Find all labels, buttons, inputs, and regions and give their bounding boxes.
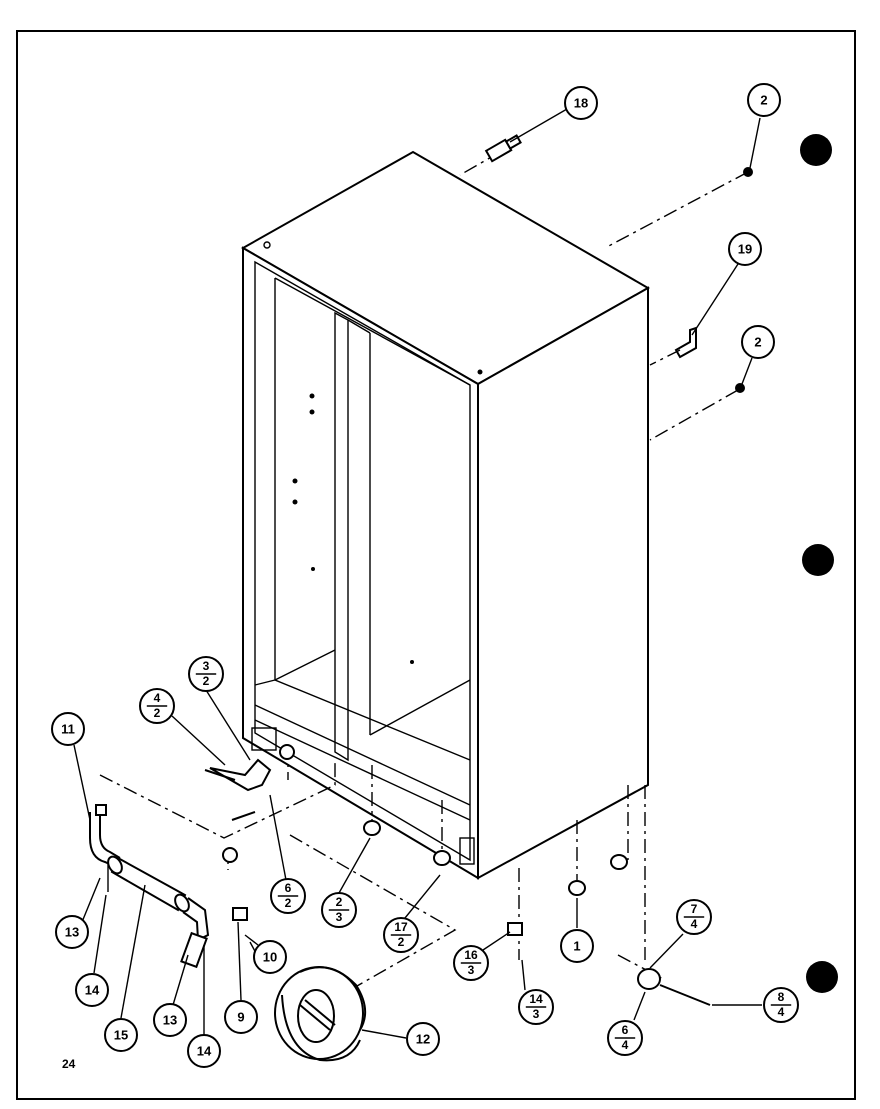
callout-circle [187, 1034, 221, 1068]
callout-quantity: 2 [285, 896, 292, 910]
callout-quantity: 4 [778, 1005, 785, 1019]
callout-circle [564, 86, 598, 120]
callout-part-number: 14 [529, 992, 543, 1006]
callout-c9: 9 [224, 1000, 258, 1034]
callout-label: 9 [237, 1009, 244, 1024]
drain-tube-assembly [89, 804, 210, 975]
callout-label: 11 [61, 721, 75, 736]
callout-quantity: 3 [533, 1007, 540, 1021]
callout-label: 2 [754, 334, 761, 349]
callout-label: 13 [163, 1012, 177, 1027]
part-3-switch [209, 758, 272, 792]
callout-circle [153, 1003, 187, 1037]
callout-circle [224, 1000, 258, 1034]
callout-c2-3: 23 [321, 892, 357, 928]
callout-c7-4: 74 [676, 899, 712, 935]
callout-quantity: 4 [622, 1038, 629, 1052]
callout-part-number: 7 [691, 902, 698, 916]
callout-label: 1 [573, 938, 580, 953]
callout-circle [51, 712, 85, 746]
callout-circle [55, 915, 89, 949]
callout-quantity: 3 [468, 963, 475, 977]
callout-circle [406, 1022, 440, 1056]
callout-circle [728, 232, 762, 266]
page-number: 24 [62, 1057, 76, 1071]
callout-c12: 12 [406, 1022, 440, 1056]
callout-circle [560, 929, 594, 963]
callout-quantity: 2 [154, 706, 161, 720]
callout-part-number: 6 [285, 881, 292, 895]
callout-c13a: 13 [55, 915, 89, 949]
callout-c4-2: 42 [139, 688, 175, 724]
callout-quantity: 4 [691, 917, 698, 931]
callout-part-number: 4 [154, 691, 161, 705]
callout-quantity: 2 [203, 674, 210, 688]
callout-c11: 11 [51, 712, 85, 746]
callout-c18: 18 [564, 86, 598, 120]
callout-c6-2: 62 [270, 878, 306, 914]
part-2-plug-side [735, 383, 745, 393]
binder-hole-middle [802, 544, 834, 576]
callout-c14a: 14 [75, 973, 109, 1007]
callout-part-number: 3 [203, 659, 210, 673]
part-15-tube [110, 856, 187, 912]
callout-part-number: 8 [778, 990, 785, 1004]
callout-label: 14 [85, 982, 100, 997]
callout-part-number: 6 [622, 1023, 629, 1037]
callout-label: 15 [114, 1027, 128, 1042]
cabinet-front [242, 246, 479, 880]
callout-c14-3: 143 [518, 989, 554, 1025]
callout-circle [253, 940, 287, 974]
binder-hole-bottom [806, 961, 838, 993]
callout-label: 13 [65, 924, 79, 939]
callout-label: 18 [574, 95, 588, 110]
callout-circle [741, 325, 775, 359]
callout-circle [75, 973, 109, 1007]
callout-circle [747, 83, 781, 117]
callout-label: 10 [263, 949, 277, 964]
callout-label: 12 [416, 1031, 430, 1046]
part-12-ring [274, 966, 367, 1062]
callout-c3-2: 32 [188, 656, 224, 692]
callout-part-number: 17 [394, 920, 408, 934]
callout-c8-4: 84 [763, 987, 799, 1023]
leader-lines [99, 151, 749, 991]
callout-c10: 10 [253, 940, 287, 974]
part-18-fitting [484, 134, 522, 163]
callout-label: 19 [738, 241, 752, 256]
callout-c17-2: 172 [383, 917, 419, 953]
callout-circle [104, 1018, 138, 1052]
callout-quantity: 2 [398, 935, 405, 949]
callout-c1: 1 [560, 929, 594, 963]
refrigerator-cabinet [240, 150, 651, 880]
callout-c14b: 14 [187, 1034, 221, 1068]
cabinet-side [477, 286, 649, 880]
callout-c15: 15 [104, 1018, 138, 1052]
callout-c2b: 2 [741, 325, 775, 359]
callout-leaders [73, 108, 762, 1039]
callout-c2a: 2 [747, 83, 781, 117]
callout-c6-4: 64 [607, 1020, 643, 1056]
callout-part-number: 16 [464, 948, 478, 962]
callout-c13b: 13 [153, 1003, 187, 1037]
callout-label: 2 [760, 92, 767, 107]
part-2-plug-top [743, 167, 753, 177]
callout-quantity: 3 [336, 910, 343, 924]
callout-part-number: 2 [336, 895, 343, 909]
callout-label: 14 [197, 1043, 212, 1058]
callout-c19: 19 [728, 232, 762, 266]
binder-hole-top [800, 134, 832, 166]
callout-c16-3: 163 [453, 945, 489, 981]
